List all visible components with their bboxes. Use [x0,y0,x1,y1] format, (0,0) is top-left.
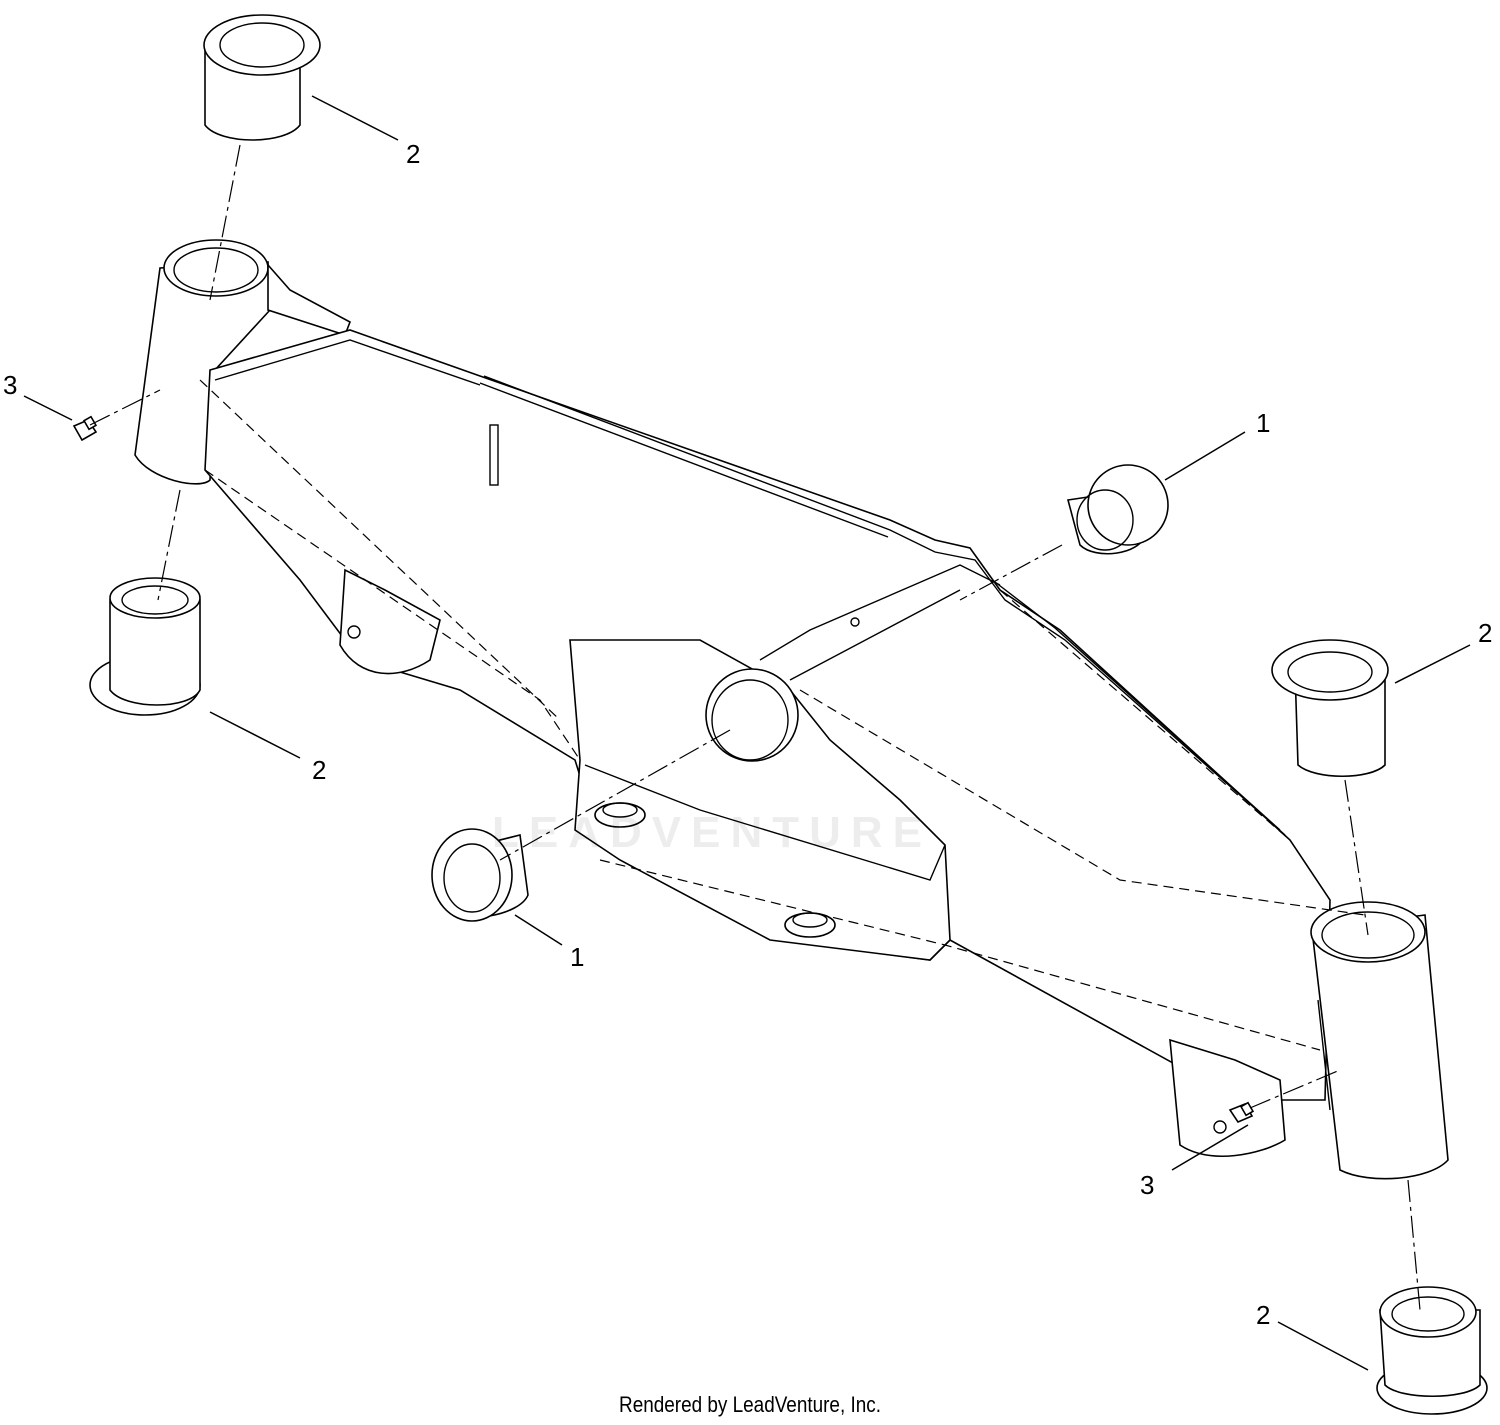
callout-bushing-1-right: 1 [1256,408,1271,438]
grease-fitting-left [72,415,98,442]
axle-frame [134,239,1449,1180]
assembly-axes [89,144,1421,1311]
callout-grease-fitting-left: 3 [3,370,18,400]
bushing-top-left [203,14,321,141]
bushing-1-right [1066,464,1169,555]
callout-bushing-2-top-left: 2 [406,139,421,169]
callout-bushing-2-right-bottom: 2 [1256,1300,1271,1330]
callout-bushing-2-right-top: 2 [1478,618,1493,648]
hidden-lines [199,379,1366,1051]
callout-grease-fitting-right: 3 [1140,1170,1155,1200]
leader-lines [23,95,1471,1371]
bushing-right-top [1271,639,1389,778]
grease-fitting-right [1228,1101,1255,1123]
watermark-text: LEADVENTURE [492,808,933,857]
bushing-1-left [431,828,529,922]
bushing-right-bottom [1376,1286,1488,1415]
callout-bushing-1-left: 1 [570,942,585,972]
bushing-bottom-left [89,577,201,716]
footer-credit: Rendered by LeadVenture, Inc. [619,1392,881,1417]
callout-bushing-2-bottom-left: 2 [312,755,327,785]
